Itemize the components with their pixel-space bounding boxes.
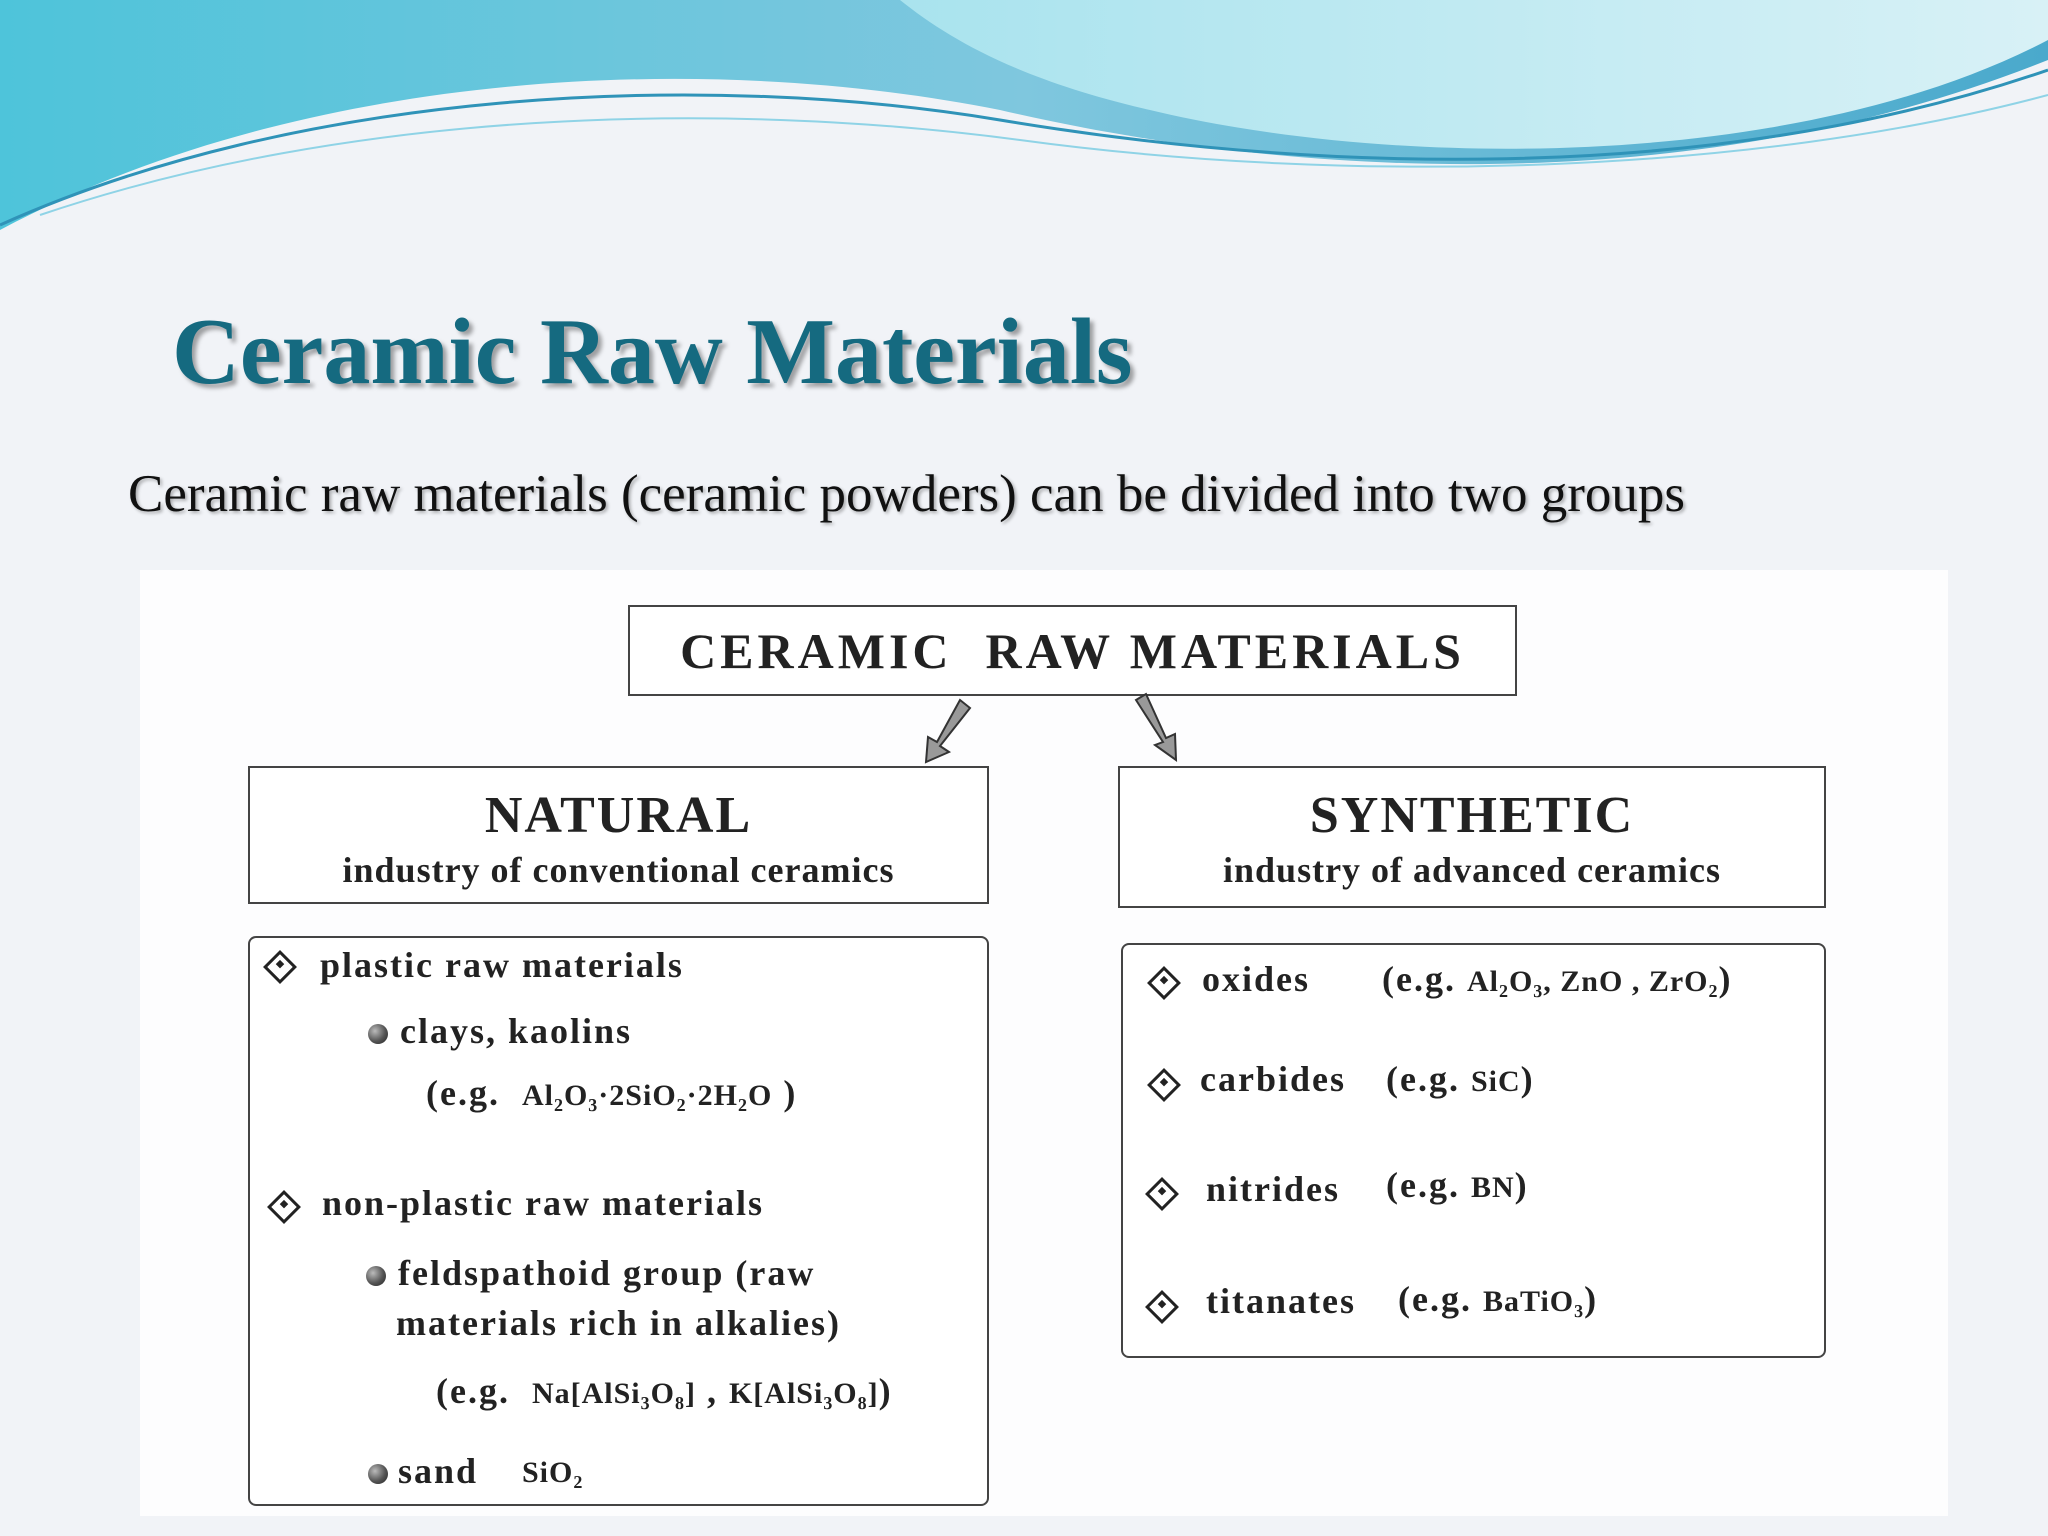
nitrides-example: (e.g. BN) bbox=[1386, 1165, 1529, 1205]
nonplastic-materials-heading: non-plastic raw materials bbox=[322, 1183, 764, 1223]
round-bullet-icon bbox=[368, 1464, 388, 1484]
oxides-formula: Al₂O₃, ZnO , ZrO₂ bbox=[1466, 965, 1719, 998]
feldspathoid-example: (e.g. Na[AlSi₃O₈] , K[AlSi₃O₈]) bbox=[436, 1371, 893, 1411]
clays-example: (e.g. Al₂O₃·2SiO₂·2H₂O ) bbox=[426, 1073, 798, 1113]
plastic-materials-heading: plastic raw materials bbox=[320, 945, 684, 985]
round-bullet-icon bbox=[368, 1024, 388, 1044]
oxides-label: oxides bbox=[1202, 959, 1311, 999]
oxides-example: (e.g. Al₂O₃, ZnO , ZrO₂) bbox=[1382, 959, 1733, 999]
na-feldspar-formula: Na[AlSi₃O₈] bbox=[531, 1377, 696, 1410]
header-wave-decoration bbox=[0, 0, 2048, 230]
arrow-to-natural bbox=[924, 698, 972, 764]
sand-formula: SiO₂ bbox=[522, 1456, 584, 1489]
clays-kaolins-label: clays, kaolins bbox=[400, 1011, 633, 1051]
synthetic-node-description: industry of advanced ceramics bbox=[1223, 850, 1721, 890]
root-node-label: CERAMIC RAW MATERIALS bbox=[680, 622, 1465, 679]
root-node: CERAMIC RAW MATERIALS bbox=[628, 605, 1517, 696]
titanate-formula: BaTiO₃ bbox=[1482, 1285, 1585, 1318]
natural-node-title: NATURAL bbox=[484, 787, 753, 844]
nitrides-label: nitrides bbox=[1206, 1169, 1341, 1209]
feldspathoid-label-line1: feldspathoid group (raw bbox=[398, 1253, 816, 1293]
nitride-formula: BN bbox=[1470, 1171, 1515, 1204]
synthetic-node: SYNTHETIC industry of advanced ceramics bbox=[1118, 766, 1826, 908]
synthetic-node-title: SYNTHETIC bbox=[1309, 787, 1635, 844]
titanates-label: titanates bbox=[1206, 1281, 1356, 1321]
carbide-formula: SiC bbox=[1470, 1065, 1521, 1098]
slide-subtitle: Ceramic raw materials (ceramic powders) … bbox=[128, 465, 1686, 523]
slide-title: Ceramic Raw Materials bbox=[172, 300, 1133, 404]
carbides-example: (e.g. SiC) bbox=[1386, 1059, 1535, 1099]
natural-node-description: industry of conventional ceramics bbox=[342, 850, 895, 890]
k-feldspar-formula: K[AlSi₃O₈] bbox=[728, 1377, 879, 1410]
carbides-label: carbides bbox=[1200, 1059, 1346, 1099]
round-bullet-icon bbox=[366, 1266, 386, 1286]
natural-node: NATURAL industry of conventional ceramic… bbox=[248, 766, 989, 904]
sand-label: sand bbox=[398, 1451, 479, 1491]
titanates-example: (e.g. BaTiO₃) bbox=[1398, 1279, 1599, 1319]
arrow-to-synthetic bbox=[1134, 692, 1178, 762]
synthetic-materials-list bbox=[1121, 943, 1826, 1358]
feldspathoid-label-line2: materials rich in alkalies) bbox=[396, 1303, 841, 1343]
clays-formula: Al₂O₃·2SiO₂·2H₂O bbox=[521, 1079, 773, 1112]
